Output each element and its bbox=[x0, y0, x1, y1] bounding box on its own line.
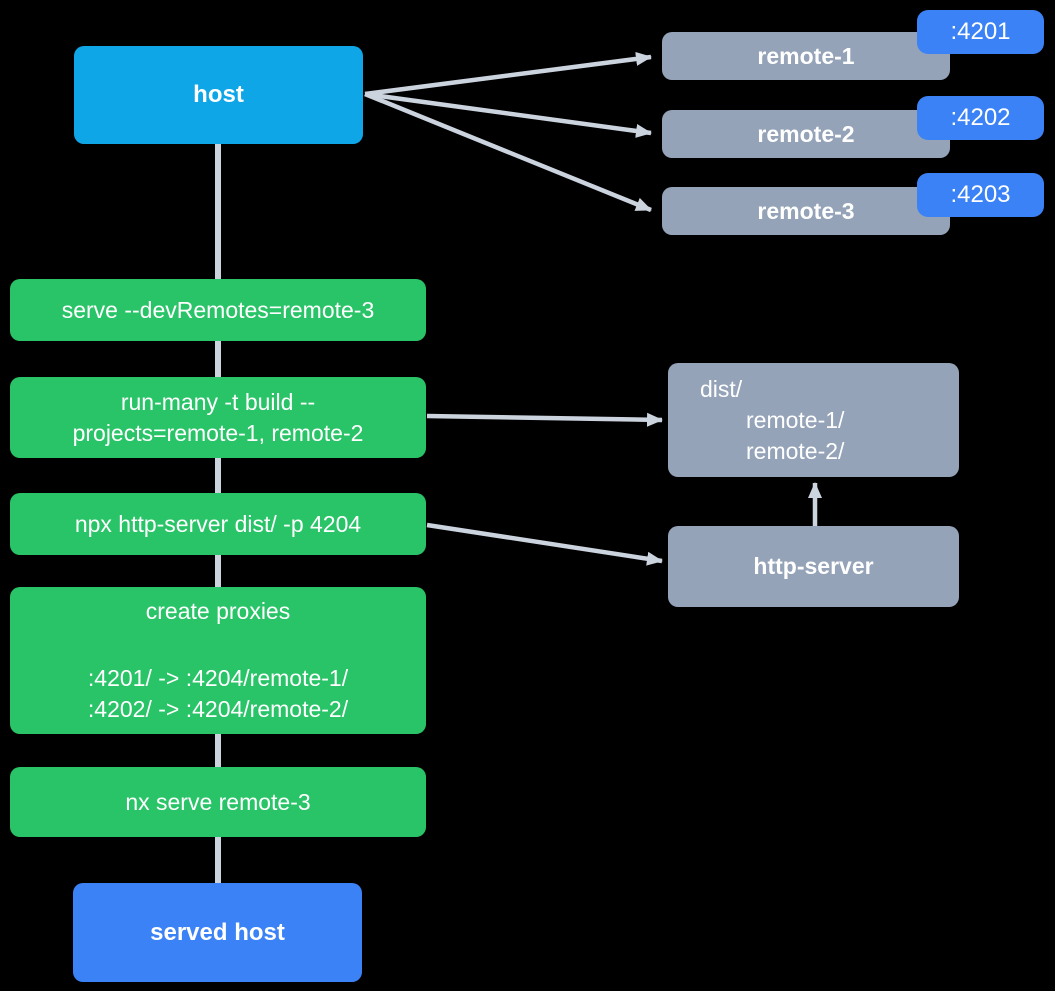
step-nx-serve-remote-3-line: nx serve remote-3 bbox=[125, 788, 311, 815]
port-badge-4202-label: :4202 bbox=[950, 104, 1011, 131]
edge-npx-to-http-server bbox=[426, 522, 663, 566]
step-create-proxies-title: create proxies bbox=[145, 598, 291, 624]
http-server-node: http-server bbox=[668, 526, 959, 607]
step-run-many-build: run-many -t build -- projects=remote-1, … bbox=[10, 377, 426, 458]
remote-2-node: remote-2 bbox=[662, 110, 950, 158]
port-badge-4203-label: :4203 bbox=[950, 181, 1011, 208]
step-serve-dev-remotes-line: serve --devRemotes=remote-3 bbox=[61, 296, 375, 323]
host-node: host bbox=[74, 46, 363, 144]
step-serve-dev-remotes: serve --devRemotes=remote-3 bbox=[10, 279, 426, 341]
step-npx-http-server: npx http-server dist/ -p 4204 bbox=[10, 493, 426, 555]
step-npx-http-server-line: npx http-server dist/ -p 4204 bbox=[74, 510, 362, 537]
dist-folder-node: dist/ remote-1/ remote-2/ bbox=[668, 363, 959, 477]
step-create-proxies-rule-1: :4201/ -> :4204/remote-1/ bbox=[87, 665, 349, 691]
dist-folder-root: dist/ bbox=[700, 376, 743, 402]
dist-folder-remote-1: remote-1/ bbox=[746, 407, 845, 433]
step-run-many-build-line-2: projects=remote-1, remote-2 bbox=[72, 419, 364, 446]
edge-host-to-remote-1 bbox=[364, 51, 652, 97]
remote-1-node: remote-1 bbox=[662, 32, 950, 80]
step-run-many-build-line-1: run-many -t build -- bbox=[120, 388, 316, 415]
edge-host-to-remote-3 bbox=[364, 91, 652, 213]
edge-build-to-dist bbox=[426, 412, 663, 427]
port-badge-4203: :4203 bbox=[917, 173, 1044, 217]
step-create-proxies-rule-2: :4202/ -> :4204/remote-2/ bbox=[87, 696, 349, 722]
step-create-proxies: create proxies :4201/ -> :4204/remote-1/… bbox=[10, 587, 426, 734]
port-badge-4202: :4202 bbox=[917, 96, 1044, 140]
remote-3-node: remote-3 bbox=[662, 187, 950, 235]
port-badge-4201-label: :4201 bbox=[950, 18, 1011, 45]
served-host-node: served host bbox=[73, 883, 362, 982]
host-label: host bbox=[193, 81, 244, 108]
dist-folder-remote-2: remote-2/ bbox=[746, 438, 845, 464]
remote-2-label: remote-2 bbox=[757, 120, 855, 147]
port-badge-4201: :4201 bbox=[917, 10, 1044, 54]
step-nx-serve-remote-3: nx serve remote-3 bbox=[10, 767, 426, 837]
remote-3-label: remote-3 bbox=[757, 197, 855, 224]
http-server-label: http-server bbox=[753, 553, 874, 579]
edge-host-to-remote-2 bbox=[364, 91, 652, 138]
remote-1-label: remote-1 bbox=[757, 42, 855, 69]
served-host-label: served host bbox=[150, 918, 285, 946]
